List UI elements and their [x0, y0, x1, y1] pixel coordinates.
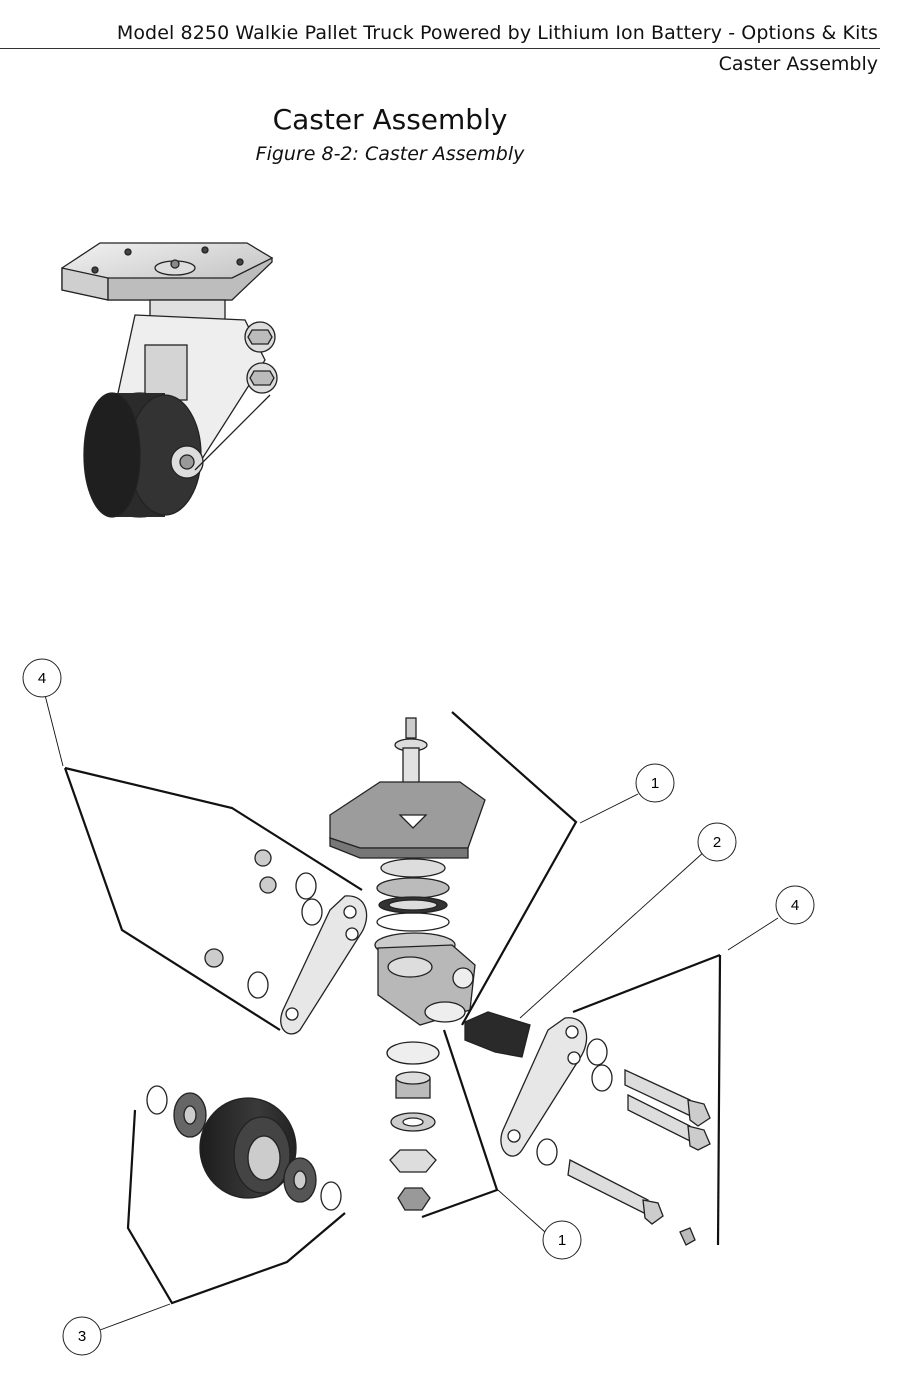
callout-2: 2 — [697, 822, 737, 862]
callout-label: 3 — [78, 1328, 86, 1345]
callout-label: 2 — [713, 834, 721, 851]
page-title: Caster Assembly — [272, 103, 508, 136]
document-header-title: Model 8250 Walkie Pallet Truck Powered b… — [116, 22, 878, 44]
callout-4-right: 4 — [775, 885, 815, 925]
callout-arrows — [44, 694, 779, 1331]
callout-4-left: 4 — [22, 658, 62, 698]
callout-3: 3 — [62, 1316, 102, 1356]
callout-label: 1 — [558, 1232, 566, 1249]
assembled-caster-illustration — [61, 242, 278, 518]
callout-1-bottom: 1 — [542, 1220, 582, 1260]
figure-caption: Figure 8-2: Caster Assembly — [255, 143, 525, 165]
callout-label: 1 — [651, 775, 659, 792]
exploded-caster-illustration — [146, 717, 711, 1246]
document-header-subtitle: Caster Assembly — [718, 53, 878, 75]
callout-label: 4 — [791, 897, 799, 914]
header-divider — [0, 48, 880, 49]
callout-1-top: 1 — [635, 763, 675, 803]
callout-leader-lines — [63, 711, 722, 1305]
callout-label: 4 — [38, 670, 46, 687]
